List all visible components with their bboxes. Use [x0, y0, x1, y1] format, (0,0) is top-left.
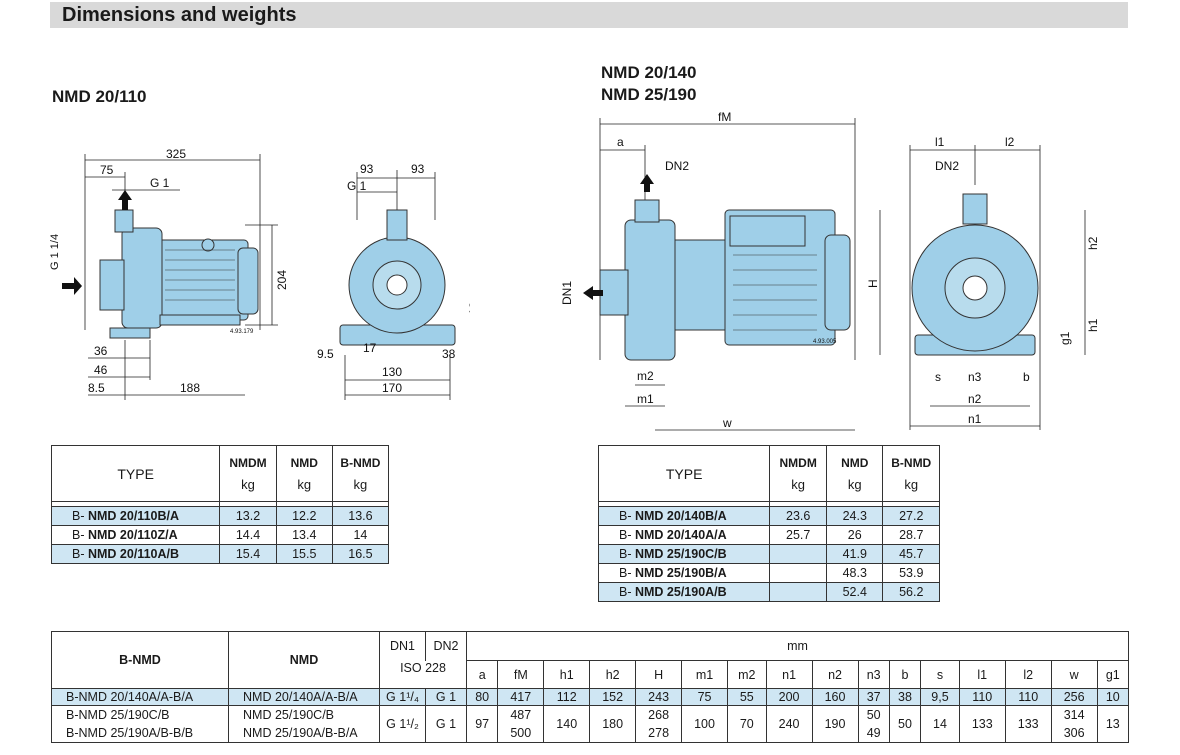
svg-text:G 1: G 1: [347, 179, 367, 193]
svg-text:DN1: DN1: [560, 281, 574, 305]
svg-text:s: s: [935, 370, 941, 384]
svg-text:188: 188: [180, 381, 200, 395]
svg-text:130: 130: [382, 365, 402, 379]
svg-text:H: H: [866, 279, 880, 288]
svg-text:4.93.179: 4.93.179: [230, 329, 254, 335]
bnmd-header: B-NMD: [51, 631, 229, 689]
svg-text:n3: n3: [968, 370, 982, 384]
svg-text:DN2: DN2: [935, 159, 959, 173]
svg-text:4.93.005: 4.93.005: [813, 339, 837, 345]
svg-text:G 1: G 1: [150, 176, 170, 190]
svg-text:93: 93: [360, 162, 374, 176]
dn1-header: DN1: [379, 631, 426, 661]
type-header: TYPE: [50, 445, 221, 502]
svg-text:DN2: DN2: [665, 159, 689, 173]
left-model-title: NMD 20/110: [52, 87, 147, 106]
svg-text:m2: m2: [637, 369, 654, 383]
svg-text:a: a: [617, 135, 624, 149]
svg-text:75: 75: [100, 163, 114, 177]
type-header: TYPE: [597, 445, 771, 502]
left-pump-drawing: 325 75 G 1 G 1 1/4 204 36 46 8.5 188 4.9…: [50, 147, 470, 400]
svg-text:325: 325: [166, 147, 186, 161]
svg-text:fM: fM: [718, 110, 731, 124]
right-pump-drawing: fM a DN2 DN1 H m2 m1 w 4.93.005 l1 l2 DN2…: [560, 110, 1100, 431]
svg-text:w: w: [722, 416, 732, 430]
svg-text:h1: h1: [1086, 318, 1100, 332]
svg-text:204: 204: [275, 270, 289, 290]
table-row: B-NMD 20/140A/A-B/A NMD 20/140A/A-B/A G …: [51, 688, 1130, 706]
svg-text:G 1 1/4: G 1 1/4: [50, 234, 61, 270]
right-model-title-2: NMD 25/190: [601, 85, 697, 104]
svg-text:36: 36: [94, 344, 108, 358]
dn2-header: DN2: [425, 631, 467, 661]
svg-text:170: 170: [382, 381, 402, 395]
svg-text:38: 38: [442, 347, 456, 361]
svg-text:b: b: [1023, 370, 1030, 384]
svg-text:l1: l1: [935, 135, 945, 149]
svg-text:8.5: 8.5: [88, 381, 105, 395]
svg-text:10: 10: [467, 301, 470, 315]
iso-header: ISO 228: [379, 660, 467, 689]
svg-text:93: 93: [411, 162, 425, 176]
svg-text:g1: g1: [1058, 331, 1072, 345]
svg-text:l2: l2: [1005, 135, 1015, 149]
nmd-header: NMD: [228, 631, 380, 689]
svg-text:m1: m1: [637, 392, 654, 406]
svg-text:n2: n2: [968, 392, 982, 406]
svg-text:h2: h2: [1086, 236, 1100, 250]
svg-text:46: 46: [94, 363, 108, 377]
section-title: Dimensions and weights: [62, 4, 297, 26]
svg-text:17: 17: [363, 341, 377, 355]
mm-header: mm: [466, 631, 1129, 661]
svg-text:n1: n1: [968, 412, 982, 426]
svg-text:9.5: 9.5: [317, 347, 334, 361]
right-model-title-1: NMD 20/140: [601, 63, 697, 82]
section-header: Dimensions and weights: [50, 2, 1128, 28]
